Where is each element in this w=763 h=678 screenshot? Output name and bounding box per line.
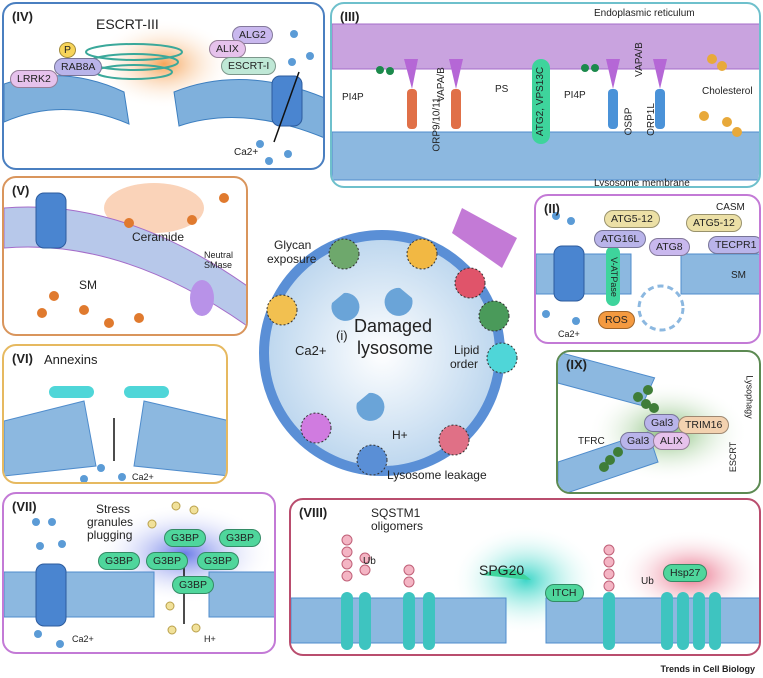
atg16l-protein: ATG16L [594,230,647,248]
casm-label: CASM [716,202,745,213]
escrt-label: ESCRT [728,441,739,473]
alix-protein: ALIX [209,40,246,58]
panel-iv-escrt: (IV) ESCRT-III LRRK2 P RAB8A ALG2 ALIX E… [2,2,325,170]
sqstm1-label: SQSTM1 [371,506,421,520]
cholesterol-label: Cholesterol [702,86,753,97]
g3bp-protein: G3BP [219,529,262,547]
osbp-label: OSBP [623,107,635,136]
sm-label: SM [79,278,97,292]
g3bp-protein: G3BP [164,529,207,547]
panel-label: (V) [12,183,30,198]
tecpr1-protein: TECPR1 [708,236,759,254]
sm-label: SM [731,270,746,281]
panel-label: (VII) [12,499,37,514]
membrane-illustration [4,501,274,648]
v-atpase-label: V-ATPase [608,257,619,297]
annexins-label: Annexins [44,352,98,367]
er-lysosome-contact [332,23,759,181]
panel-label: (III) [340,9,360,24]
pi4p-label-2: PI4P [564,90,586,101]
calcium-label: Ca2+ [558,329,580,339]
panel-v-ceramide: (V) Ceramide SM Neutral SMase [2,176,248,336]
atg5-12-protein: ATG5-12 [604,210,660,228]
damaged-lysosome: (i) Damaged lysosome Ca2+ H+ Glycan expo… [232,188,537,493]
calcium-label: Ca2+ [234,147,259,158]
panel-viii-ubiquitination: (VIII) SQSTM1 oligomers Ub SPG20 ITCH Ub… [289,498,761,656]
panel-vi-annexins: (VI) Annexins Ca2+ [2,344,228,484]
rab8a-protein: RAB8A [54,58,103,76]
granules-label: granules [87,515,134,529]
g3bp-protein: G3BP [146,552,189,570]
ub-label: Ub [363,556,376,567]
proton-label: H+ [204,634,216,644]
orp1l-label: ORP1L [645,103,657,136]
damaged-label: Damaged [354,316,433,336]
panel-ix-galectin: (IX) Gal3 TRIM16 Gal3 ALIX TFRC Lysophag… [556,350,761,494]
ros-label: ROS [598,311,635,329]
stress-label: Stress [96,502,131,516]
membrane-illustration [4,386,226,482]
tfrc-label: TFRC [578,436,605,447]
exposure-label: exposure [267,252,317,266]
panel-iii-contact-sites: (III) Endoplasmic reticulum Lysosome mem… [330,2,761,188]
ub-label-2: Ub [641,576,654,587]
orp9-label: ORP9/10/11 [431,97,443,152]
lrrk2-protein: LRRK2 [10,70,58,88]
lysosome-membrane-label: Lysosome membrane [594,178,690,188]
phosphate: P [59,42,77,58]
panel-label: (IV) [12,9,33,24]
lysosome-label: lysosome [357,338,434,358]
gal3-protein-2: Gal3 [620,432,657,450]
neutral-smase-label: Neutral SMase [204,250,234,270]
calcium-label: Ca2+ [132,472,154,482]
panel-ii-casm: (II) CASM ATG5-12 ATG16L ATG8 ATG5-12 TE… [534,194,761,344]
membrane-illustration [291,525,759,650]
calcium-label: Ca2+ [295,343,327,358]
hsp27-protein: Hsp27 [663,564,708,582]
alg2-protein: ALG2 [232,26,273,44]
gal3-protein: Gal3 [644,414,681,432]
plugging-label: plugging [87,528,133,542]
calcium-label: Ca2+ [72,634,94,644]
er-label: Endoplasmic reticulum [594,8,695,19]
oligomers-label: oligomers [371,519,424,533]
vapab-label-2: VAPA/B [633,42,645,77]
lysosome-number: (i) [336,328,348,343]
g3bp-protein: G3BP [172,576,215,594]
pi4p-label: PI4P [342,92,364,103]
membrane-illustration [4,183,246,328]
ps-label: PS [495,84,509,95]
membrane-illustration [536,212,759,332]
panel-label: (VIII) [299,505,328,520]
alix-protein: ALIX [653,432,690,450]
atg5-12-protein-2: ATG5-12 [686,214,742,232]
escrt-iii-label: ESCRT-III [96,16,159,32]
atg2-vps13c-label: ATG2, VPS13C [535,66,547,137]
g3bp-protein: G3BP [98,552,141,570]
g3bp-protein: G3BP [197,552,240,570]
panel-label: (II) [544,201,560,216]
trim16-protein: TRIM16 [678,416,730,434]
atg8-protein: ATG8 [649,238,690,256]
journal-credit: Trends in Cell Biology [660,664,755,674]
spg20-label: SPG20 [479,562,525,578]
lysosome-illustration [259,208,518,476]
glycan-label: Glycan [274,238,312,252]
panel-vii-stress-granules: (VII) Stress granules plugging G3BP G3BP… [2,492,276,654]
ceramide-label: Ceramide [132,230,185,244]
order-label: order [450,357,479,371]
panel-label: (VI) [12,351,33,366]
lysophagy-label: Lysophagy [744,375,755,419]
lipid-label: Lipid [454,343,480,357]
leakage-label: Lysosome leakage [387,468,487,482]
itch-protein: ITCH [545,584,584,602]
proton-label: H+ [392,428,408,442]
escrt-i-protein: ESCRT-I [221,57,277,75]
panel-label: (IX) [566,357,587,372]
